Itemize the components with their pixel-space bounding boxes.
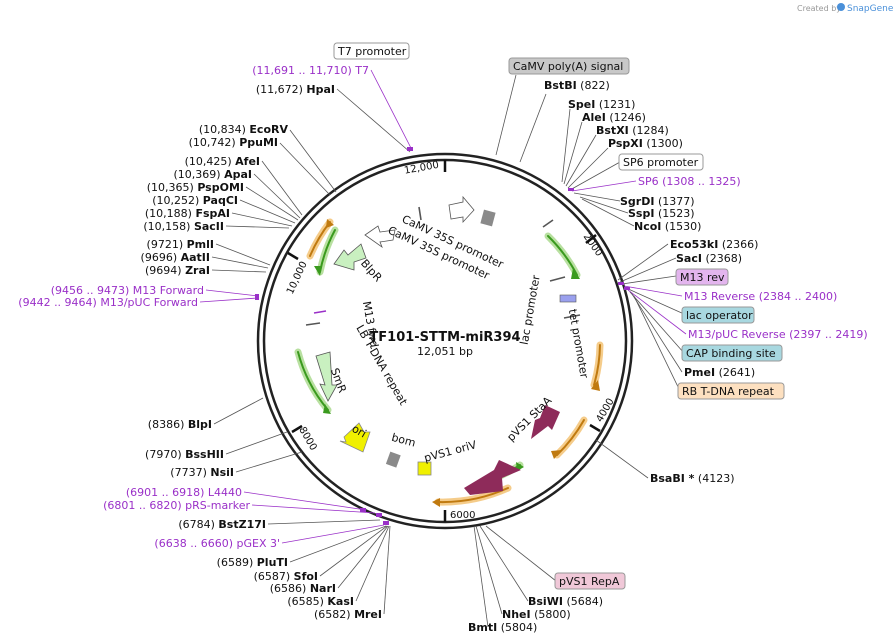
pvs1-oriv-arrow [464,460,521,495]
feature-arrowheads [314,219,600,507]
site-label-alei[interactable]: AleI (1246) [582,111,646,124]
blpr-arrow [333,243,367,271]
created-by-text: Created by [797,4,841,13]
left-connectors [199,69,413,615]
site-label-sacii[interactable]: (10,158) SacII [143,220,224,233]
site-label-pmei[interactable]: PmeI (2641) [684,366,755,379]
snapgene-brand: SnapGene [847,4,894,14]
site-label-bmti[interactable]: BmtI (5804) [468,621,537,634]
map-title: TF101-STTM-miR394 [369,330,520,345]
site-label-paqci[interactable]: (10,252) PaqCI [152,194,238,207]
lac-operator-label: lac operator [686,309,753,322]
m13-rev-label: M13 rev [680,271,725,284]
feature-label-ori: ori [350,422,369,440]
feature-label-lac: lac promoter [518,274,543,346]
right-connectors [473,74,687,628]
tick-marks [287,160,601,522]
site-label-spei[interactable]: SpeI (1231) [568,98,635,111]
oriv-box [417,461,432,476]
camv-polya-box [480,209,496,227]
tick-label-6000: 6000 [450,510,475,521]
t7-promoter-label: T7 promoter [337,45,407,58]
site-label-bstz17i[interactable]: (6784) BstZ17I [178,518,266,531]
site-label-aatii[interactable]: (9696) AatII [141,251,210,264]
camv-polya-label: CaMV poly(A) signal [513,60,623,73]
site-label-l4440[interactable]: (6901 .. 6918) L4440 [126,486,242,499]
inner-features [305,195,581,495]
smr-arrow [315,351,338,402]
right-primer-marks [568,188,630,290]
site-label-saci[interactable]: SacI (2368) [676,252,742,265]
site-label-nhei[interactable]: NheI (5800) [502,608,571,621]
feature-label-bom: bom [390,431,417,450]
left-site-labels: (11,691 .. 11,710) T7 (11,672) HpaI (10,… [18,64,382,621]
feature-label-tet: tet promoter [566,308,591,380]
tick-label-12000: 12,000 [403,160,439,177]
site-label-pspxi[interactable]: PspXI (1300) [608,137,683,150]
rb-tdna-box[interactable]: RB T-DNA repeat [677,382,785,400]
camv-polya-box-label[interactable]: CaMV poly(A) signal [508,57,630,75]
site-label-nsii[interactable]: (7737) NsiI [170,466,234,479]
site-label-zrai[interactable]: (9694) ZraI [145,264,210,277]
camv-promoter-2-arrow [364,225,396,249]
sp6-promoter-box[interactable]: SP6 promoter [618,153,704,171]
site-label-sspi[interactable]: SspI (1523) [628,207,695,220]
site-label-bsiwi[interactable]: BsiWI (5684) [528,595,603,608]
left-primer-marks [255,147,413,525]
right-site-labels: BstBI (822) SpeI (1231) AleI (1246) BstX… [468,79,868,634]
site-label-pmli[interactable]: (9721) PmlI [147,238,214,251]
cap-binding-box[interactable]: CAP binding site [681,344,783,362]
pvs1-repa-label: pVS1 RepA [559,575,620,588]
pvs1-repa-box[interactable]: pVS1 RepA [554,572,626,590]
site-label-bstbi[interactable]: BstBI (822) [544,79,610,92]
snapgene-logo-icon [837,3,845,11]
t7-promoter-box[interactable]: T7 promoter [333,42,410,60]
site-label-ncoi[interactable]: NcoI (1530) [634,220,701,233]
cap-binding-label: CAP binding site [686,347,776,360]
site-label-ppumi[interactable]: (10,742) PpuMI [189,136,278,149]
site-label-mrei[interactable]: (6582) MreI [314,608,382,621]
site-label-sgrdi[interactable]: SgrDI (1377) [620,195,695,208]
sp6-promoter-label: SP6 promoter [623,156,699,169]
lac-operator-box[interactable]: lac operator [681,306,755,324]
site-label-pluti[interactable]: (6589) PluTI [217,556,288,569]
bom-box [385,451,401,468]
site-label-blpi[interactable]: (8386) BlpI [148,418,212,431]
site-label-m13-forward[interactable]: (9456 .. 9473) M13 Forward [51,284,204,297]
site-label-fspai[interactable]: (10,188) FspAI [145,207,230,220]
site-label-bsshii[interactable]: (7970) BssHII [145,448,224,461]
site-label-sfoi[interactable]: (6587) SfoI [254,570,318,583]
site-label-eco53ki[interactable]: Eco53kI (2366) [670,238,758,251]
site-label-apai[interactable]: (10,369) ApaI [174,168,252,181]
site-label-bstxi[interactable]: BstXI (1284) [596,124,669,137]
backbone-outer [256,152,634,530]
site-label-sp6[interactable]: SP6 (1308 .. 1325) [638,175,741,188]
site-label-pgex3[interactable]: (6638 .. 6660) pGEX 3' [154,537,280,550]
site-label-kasi[interactable]: (6585) KasI [287,595,354,608]
site-label-ecorv[interactable]: (10,834) EcoRV [199,123,289,136]
feature-label-blpr: BlpR [358,257,385,285]
site-label-m13-puc-reverse[interactable]: M13/pUC Reverse (2397 .. 2419) [688,328,868,341]
site-label-afei[interactable]: (10,425) AfeI [185,155,260,168]
feature-label-oriv: pVS1 oriV [423,438,479,465]
map-length: 12,051 bp [417,345,473,358]
camv-promoter-1-arrow [448,195,475,224]
site-label-nari[interactable]: (6586) NarI [270,582,336,595]
site-label-pspomi[interactable]: (10,365) PspOMI [147,181,244,194]
m13-rev-box[interactable]: M13 rev [675,268,729,286]
site-label-t7[interactable]: (11,691 .. 11,710) T7 [252,64,369,77]
pvs1-staa-arrow [531,405,560,439]
site-label-m13-reverse[interactable]: M13 Reverse (2384 .. 2400) [684,290,837,303]
ori-arrow [339,422,371,453]
tick-label-10000: 10,000 [285,260,310,296]
site-label-m13-puc-forward[interactable]: (9442 .. 9464) M13/pUC Forward [18,296,198,309]
rb-tdna-label: RB T-DNA repeat [682,385,775,398]
site-label-prs-marker[interactable]: (6801 .. 6820) pRS-marker [103,499,250,512]
site-label-bsabi[interactable]: BsaBI * (4123) [650,472,735,485]
site-label-hpai[interactable]: (11,672) HpaI [256,83,335,96]
